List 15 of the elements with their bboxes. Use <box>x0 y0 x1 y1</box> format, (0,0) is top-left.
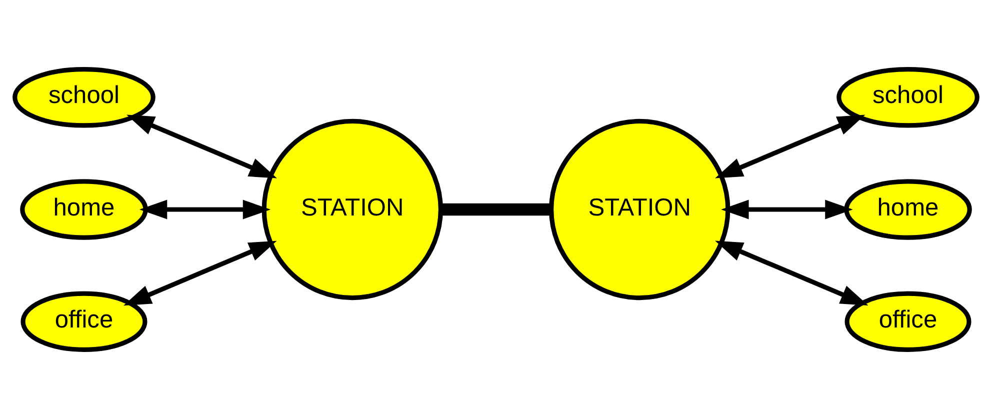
arrow <box>715 240 868 305</box>
arrow <box>126 114 277 178</box>
node-ellipse: home <box>20 178 148 240</box>
connector <box>440 202 551 216</box>
node-ellipse: office <box>844 290 972 352</box>
node-ellipse: school <box>836 66 980 128</box>
arrow <box>721 199 853 219</box>
arrow <box>139 199 271 219</box>
arrow <box>124 240 277 306</box>
node-ellipse: home <box>844 178 972 240</box>
node-circle: STATION <box>262 118 444 300</box>
node-ellipse: office <box>20 290 148 352</box>
arrow <box>715 114 866 178</box>
node-circle: STATION <box>548 118 730 300</box>
node-ellipse: school <box>12 66 156 128</box>
